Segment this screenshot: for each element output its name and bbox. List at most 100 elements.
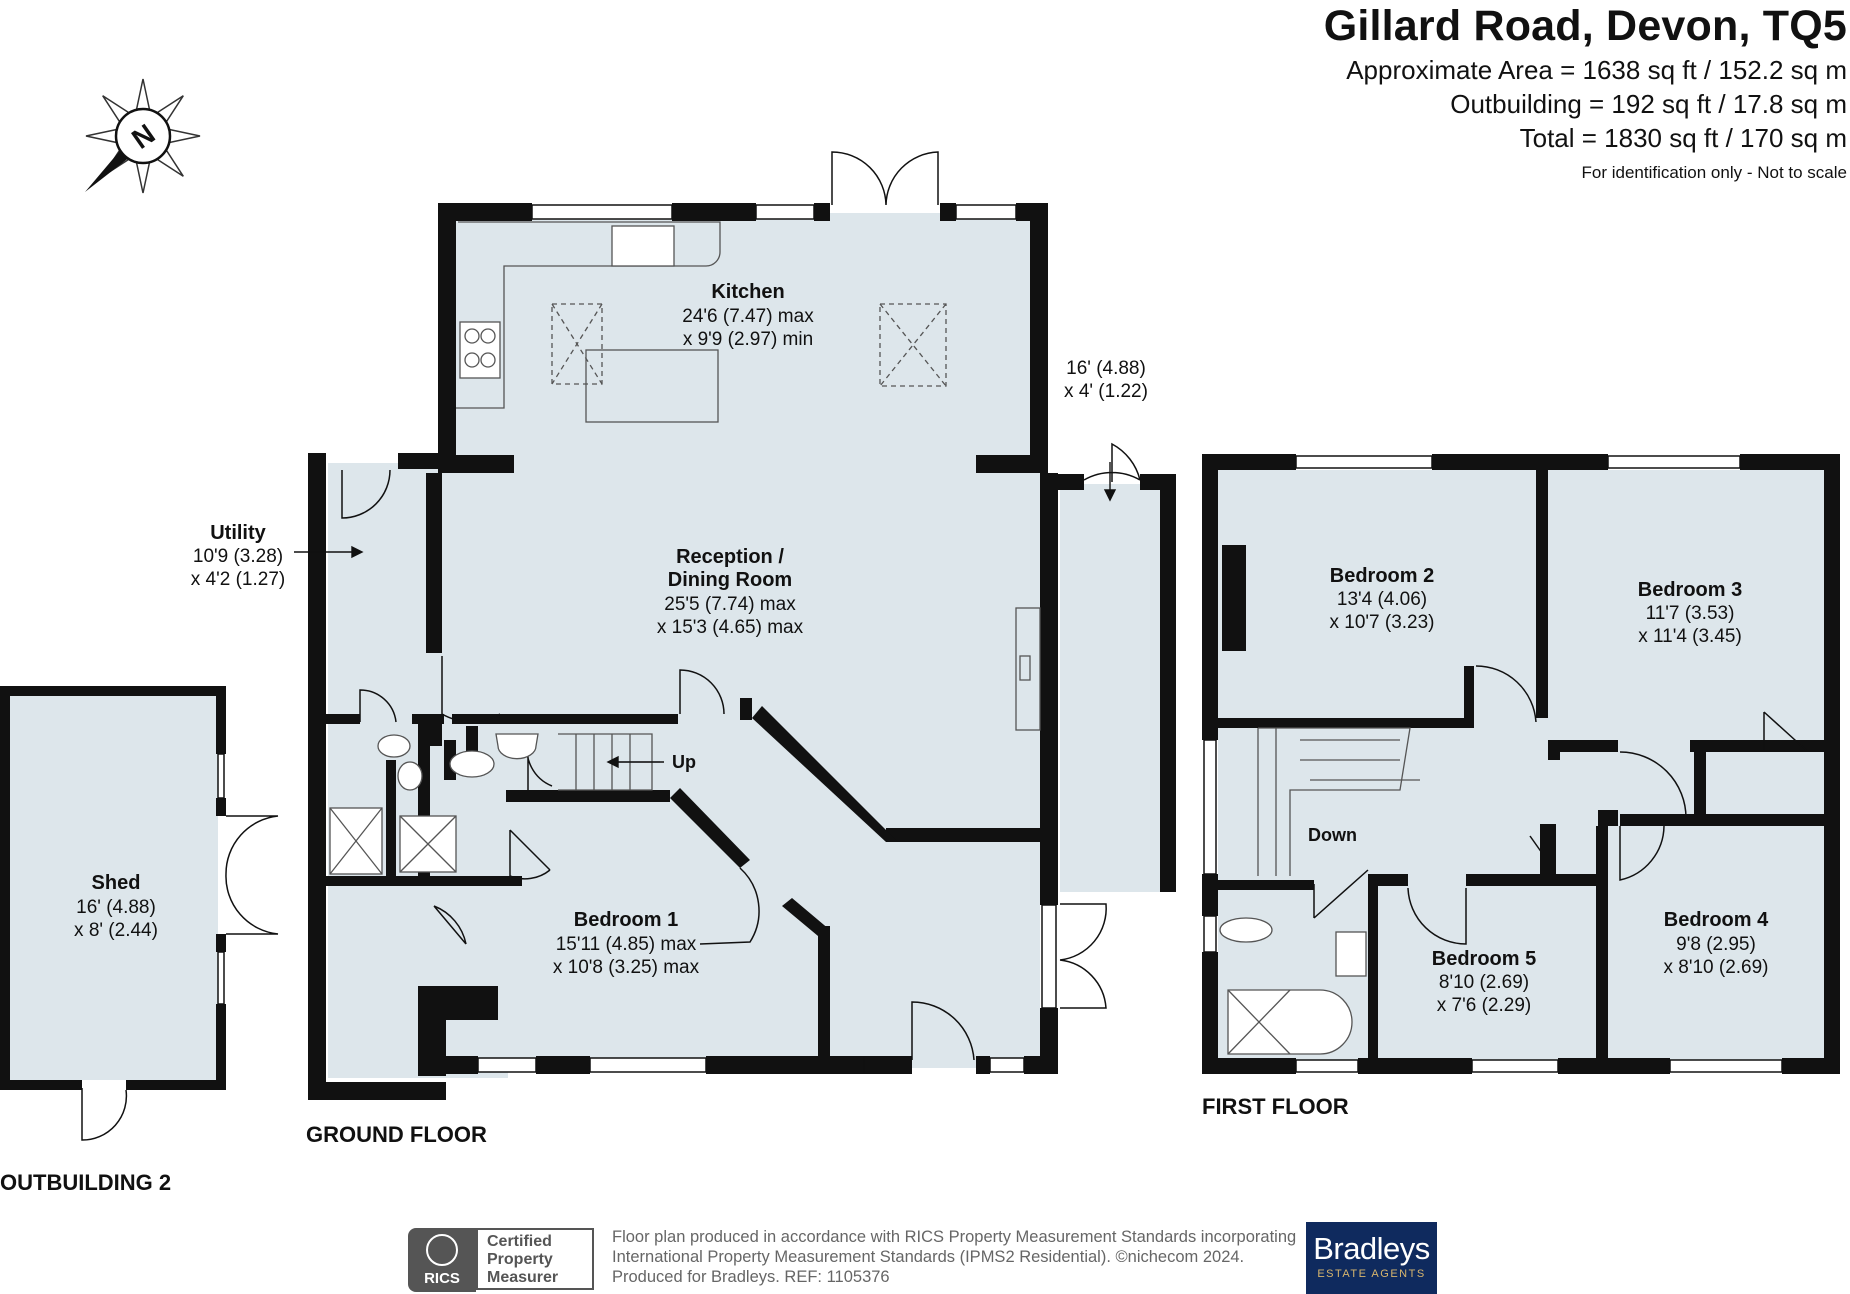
room-dims-passage: x 4' (1.22) — [1064, 381, 1148, 402]
footer-line: International Property Measurement Stand… — [612, 1248, 1245, 1266]
rics-logo: RICS — [408, 1228, 476, 1292]
room-dims-shed: 16' (4.88) — [76, 897, 156, 918]
wall — [1466, 874, 1598, 886]
door-bedroom3 — [1619, 751, 1687, 819]
room-name-bedroom2: Bedroom 2 — [1330, 565, 1434, 587]
door-shed — [81, 1088, 128, 1141]
page-title: Gillard Road, Devon, TQ5 — [1323, 2, 1847, 50]
wall — [1464, 666, 1474, 728]
wall — [0, 1080, 82, 1090]
window — [217, 951, 225, 1005]
wall — [818, 926, 830, 1056]
window — [477, 1057, 537, 1073]
doors — [81, 151, 1807, 1141]
outbuilding-area: Outbuilding = 192 sq ft / 17.8 sq m — [1450, 89, 1847, 119]
rics-seal-icon — [426, 1234, 458, 1266]
wall — [452, 714, 678, 724]
toilet-icon — [449, 750, 495, 778]
wall — [740, 698, 752, 720]
window — [589, 1057, 707, 1073]
room-name-shed: Shed — [92, 872, 141, 894]
wall — [1536, 470, 1548, 718]
door-reception-arch — [679, 669, 725, 715]
rics-logo-text: RICS — [424, 1270, 460, 1287]
wall — [308, 1082, 446, 1100]
door-utility — [341, 469, 391, 519]
room-dims-bedroom3: 11'7 (3.53) — [1646, 603, 1735, 624]
window — [1669, 1059, 1783, 1073]
room-dims-bedroom5: x 7'6 (2.29) — [1437, 995, 1531, 1016]
rics-certified-badge: Certified Property Measurer — [476, 1228, 594, 1290]
room-name-utility: Utility — [210, 522, 266, 544]
wall — [438, 455, 514, 473]
room-dims-kitchen: 24'6 (7.47) max — [682, 306, 814, 327]
stairs-down-label: Down — [1308, 825, 1357, 845]
door-bedroom5 — [1407, 887, 1467, 945]
wall — [216, 798, 226, 816]
compass-icon: N — [85, 78, 201, 194]
wall — [0, 686, 10, 1090]
wall — [976, 1056, 990, 1074]
wall — [886, 828, 1040, 842]
wall — [670, 788, 750, 868]
door-bedroom4 — [1619, 825, 1665, 881]
wall — [1548, 740, 1618, 752]
bedroom1-room — [442, 790, 822, 1068]
fireplace — [1015, 607, 1041, 731]
wall — [814, 203, 830, 221]
room-dims-kitchen: x 9'9 (2.97) min — [683, 329, 813, 350]
wall — [1202, 1058, 1296, 1074]
wall — [1218, 718, 1474, 728]
wall — [1368, 880, 1378, 1068]
door-front — [911, 1001, 975, 1061]
wall — [1202, 454, 1218, 740]
windows — [217, 204, 1783, 1073]
cert-line: Property — [487, 1251, 553, 1268]
room-dims-bedroom3: x 11'4 (3.45) — [1638, 626, 1742, 647]
window — [1203, 915, 1217, 953]
door-bed3-cupboard — [1763, 711, 1807, 751]
basin-icon — [397, 761, 423, 791]
shed-room — [8, 696, 218, 1080]
room-dims-bedroom5: 8'10 (2.69) — [1439, 972, 1529, 993]
door-passage — [1083, 442, 1141, 482]
room-labels: Kitchen 24'6 (7.47) max x 9'9 (2.97) min… — [0, 281, 1769, 1195]
window — [1295, 1059, 1359, 1073]
wall — [1824, 454, 1840, 1074]
door-passage-french — [1059, 903, 1107, 1009]
skylight-icon — [551, 303, 603, 385]
wall — [536, 1056, 590, 1074]
door-bed1-cupboard — [433, 905, 467, 945]
door-bedroom2 — [1475, 665, 1537, 723]
wall — [426, 473, 442, 653]
identification-note: For identification only - Not to scale — [1581, 163, 1847, 182]
kitchen-sink-icon — [611, 225, 675, 267]
agent-subtitle: ESTATE AGENTS — [1317, 1268, 1426, 1280]
wall — [386, 760, 396, 876]
floor-label-ground: GROUND FLOOR — [306, 1122, 487, 1147]
door-bath2 — [509, 829, 551, 880]
wall — [1596, 826, 1608, 1058]
fixtures — [329, 221, 1420, 1055]
dimension-arrows — [294, 462, 1117, 769]
wall — [1058, 474, 1084, 490]
wall — [782, 898, 830, 936]
toilet-icon — [377, 734, 411, 758]
wall — [1598, 810, 1618, 826]
wall — [976, 455, 1048, 473]
window — [1041, 904, 1057, 1009]
window — [989, 1057, 1025, 1073]
window — [955, 204, 1017, 220]
wall — [1690, 740, 1824, 752]
room-name-bedroom1: Bedroom 1 — [574, 909, 678, 931]
total-area: Total = 1830 sq ft / 170 sq m — [1519, 123, 1847, 153]
wall — [1548, 740, 1560, 760]
room-dims-passage: 16' (4.88) — [1066, 358, 1146, 379]
agent-name: Bradleys — [1313, 1231, 1430, 1266]
wall — [1620, 814, 1824, 826]
wall — [1040, 1008, 1058, 1074]
basin-icon — [495, 733, 539, 760]
window — [1203, 739, 1217, 875]
wall — [1202, 952, 1218, 1074]
wall — [706, 1056, 864, 1074]
